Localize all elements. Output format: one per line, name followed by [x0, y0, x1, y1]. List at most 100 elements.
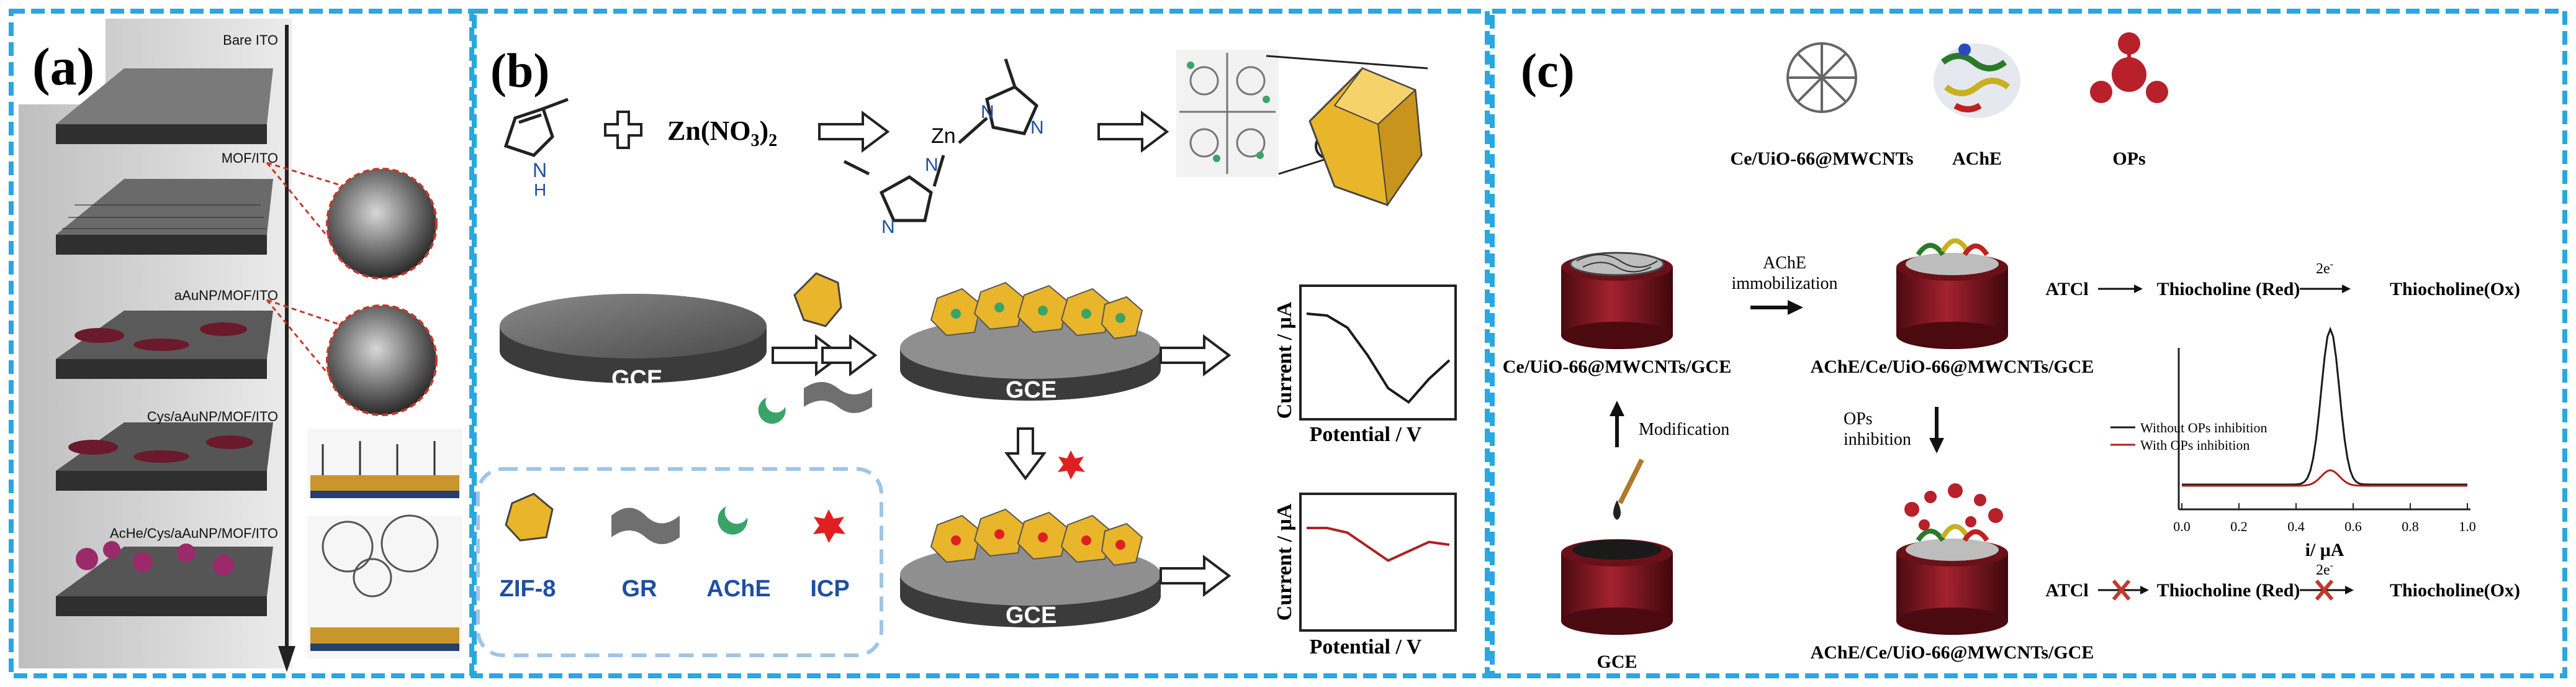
reaction-arrow-3 [772, 334, 878, 376]
material-label-ce-uio: Ce/UiO-66@MWCNTs [1730, 148, 1913, 169]
zif8-framework [1176, 50, 1428, 177]
chart-2-line [1307, 527, 1450, 562]
cys-surface-inset [307, 429, 462, 498]
dpv-tick-label: 0.8 [2402, 519, 2419, 534]
dpv-tick-label: 1.0 [2459, 519, 2476, 534]
panel-a-label-box [19, 19, 106, 104]
reaction-arrow-5 [1160, 555, 1232, 597]
imidazole-nh-label: N [533, 159, 547, 181]
layer-label-aaunp-mof-ito: aAuNP/MOF/ITO [174, 288, 278, 303]
legend-label-with: With OPs inhibition [2140, 437, 2249, 453]
dropper-icon [1613, 458, 1644, 520]
process-arrow-head [278, 646, 295, 672]
thiocholine-red-label-top: Thiocholine (Red) [2157, 279, 2300, 299]
thiocholine-ox-label-top: Thiocholine(Ox) [2390, 279, 2520, 299]
chart-2-ylabel: Current / μA [1273, 503, 1296, 621]
ache-surface-inset [307, 514, 462, 658]
electrode-gce [1561, 539, 1673, 635]
panel-a-label: (a) [32, 37, 94, 96]
graphene-small-icon [804, 382, 872, 413]
panel-c-label: (c) [1521, 43, 1575, 98]
gce-label-1: GCE [611, 366, 662, 392]
legend-icp-label: ICP [810, 576, 849, 602]
step-ops-inhibition-line2: inhibition [1844, 430, 1911, 449]
arrow-atcl-top [2098, 284, 2143, 293]
arrow-oxidation-top [2300, 284, 2351, 293]
atcl-label-top: ATCl [2045, 279, 2088, 299]
legend-ache-icon [718, 506, 748, 535]
dpv-tick-label: 0.4 [2287, 519, 2305, 534]
zif8-crystal [1308, 67, 1423, 207]
slab-mof-ito [56, 179, 273, 255]
chart-1-ylabel: Current / μA [1273, 301, 1296, 419]
two-electron-label-top: 2e- [2316, 259, 2333, 277]
electrode-ce-uio-gce [1561, 252, 1673, 349]
gce-disc-modified-2: GCE [900, 508, 1161, 629]
blocked-arrow-2 [2300, 580, 2354, 601]
ops-molecule-icon [2090, 32, 2168, 103]
cv-chart-2: Potential / V Current / μA [1273, 493, 1457, 658]
panel-a: (a) Bare ITO MOF/ITO aAuNP/MOF/ITO [9, 9, 474, 678]
n-label-3: N [925, 155, 939, 175]
imidazole-h-label: H [534, 180, 546, 199]
n-label-2: N [1030, 117, 1044, 138]
electrode-ache-ops-gce [1896, 483, 2008, 635]
zif8-small-icon [793, 272, 842, 327]
blocked-arrow-1 [2098, 580, 2149, 601]
legend-label-without: Without OPs inhibition [2140, 420, 2267, 435]
slab-bare-ito [56, 68, 273, 144]
gce-disc-modified-1: GCE [900, 281, 1161, 403]
dpv-line-with-ops [2182, 469, 2467, 487]
slab-cys-aaunp-mof-ito [56, 422, 273, 491]
arrow-ops-inhibition [1929, 407, 1944, 453]
material-label-ache: AChE [1952, 148, 2002, 169]
step-modification: Modification [1639, 420, 1729, 439]
arrow-immobilization [1750, 300, 1803, 315]
chart-1-line [1306, 312, 1451, 404]
chart-2-xlabel: Potential / V [1310, 635, 1422, 658]
legend-icp-icon [813, 509, 845, 543]
n-label-4: N [881, 217, 895, 237]
reaction-arrow-4 [1160, 334, 1232, 376]
reaction-arrow-1 [818, 111, 890, 153]
chart-2-frame [1299, 493, 1457, 632]
sem-inset-aaunp [266, 299, 438, 416]
gce-label-2: GCE [1006, 377, 1056, 403]
zn-imidazole-complex: Zn N N N N [843, 58, 1044, 237]
electrode-label-ache-gce-2: AChE/Ce/UiO-66@MWCNTs/GCE [1811, 642, 2094, 663]
thiocholine-red-label-bottom: Thiocholine (Red) [2157, 580, 2300, 601]
step-ache-immobilization-line1: AChE [1763, 253, 1806, 273]
electrode-label-ce-uio-gce: Ce/UiO-66@MWCNTs/GCE [1503, 357, 1731, 377]
plus-icon [604, 111, 642, 149]
panel-b-label: (b) [490, 43, 549, 98]
layer-label-ache-cys-aaunp-mof-ito: AcHe/Cys/aAuNP/MOF/ITO [110, 525, 278, 541]
gce-disc-bare: GCE [500, 294, 767, 392]
material-label-ops: OPs [2112, 148, 2145, 169]
zinc-nitrate-label: Zn(NO3)2 [667, 116, 777, 150]
icp-small-icon [1058, 450, 1085, 480]
legend-zif8-label: ZIF-8 [500, 576, 556, 602]
n-label-1: N [981, 102, 994, 122]
panel-b-legend: ZIF-8 GR AChE ICP [476, 467, 883, 657]
ache-small-icon [758, 398, 786, 424]
slab-aaunp-mof-ito [56, 311, 273, 379]
atcl-label-bottom: ATCl [2045, 580, 2088, 601]
panel-b: (b) N H Zn(NO3)2 Zn N [472, 9, 1490, 678]
zn-label: Zn [931, 124, 956, 148]
two-electron-label-bottom: 2e- [2316, 560, 2333, 578]
legend-ache-label: AChE [706, 576, 770, 602]
dpv-tick-label: 0.2 [2230, 519, 2248, 534]
layer-label-cys-aaunp-mof-ito: Cys/aAuNP/MOF/ITO [147, 409, 278, 424]
thiocholine-ox-label-bottom: Thiocholine(Ox) [2390, 580, 2520, 601]
dpv-xlabel: i/ μA [2305, 540, 2344, 560]
arrow-modification [1610, 401, 1624, 447]
chart-1-frame [1299, 284, 1457, 421]
ce-uio-66-mwcnts-icon [1786, 42, 1857, 113]
chart-1-xlabel: Potential / V [1310, 423, 1422, 446]
cv-chart-1: Potential / V Current / μA [1273, 284, 1457, 446]
reaction-arrow-down [1004, 427, 1047, 481]
electrode-ache-gce [1896, 238, 2008, 349]
